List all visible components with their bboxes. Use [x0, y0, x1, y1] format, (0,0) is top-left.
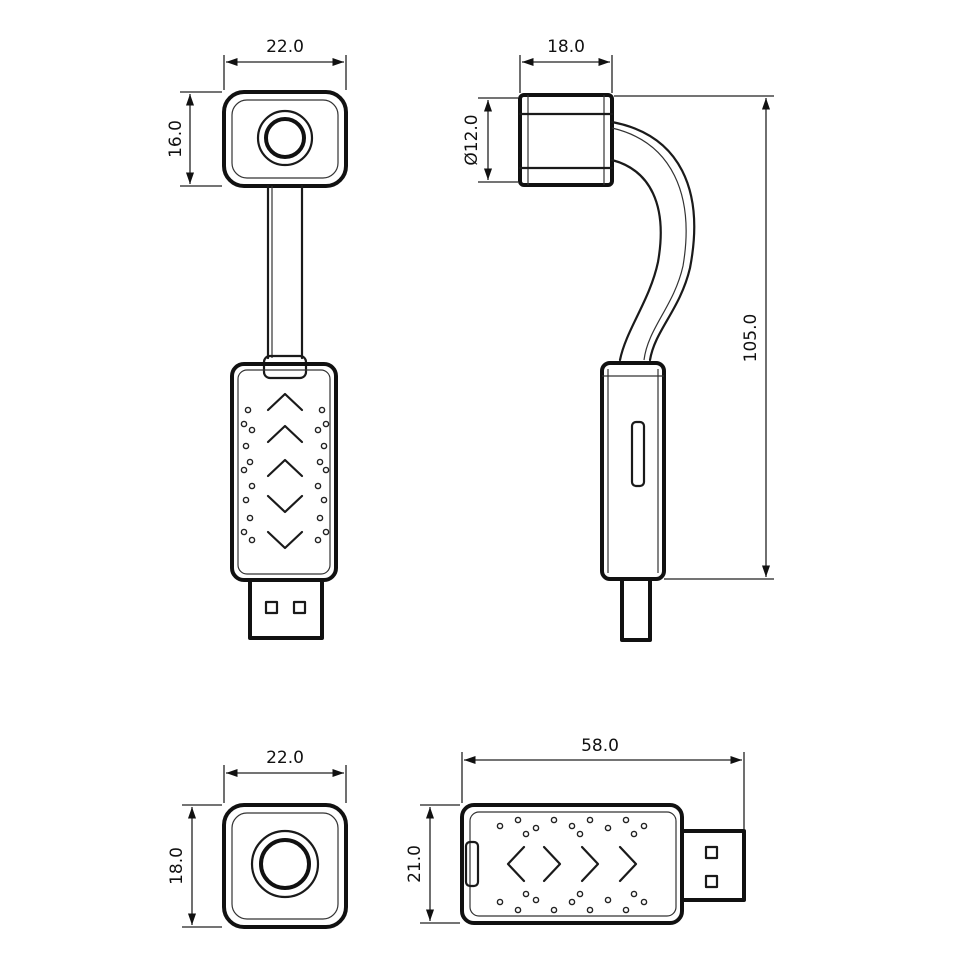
side-diameter-label: Ø12.0 [462, 114, 482, 165]
side-camera-head [518, 93, 614, 187]
top-lens-inner [259, 838, 311, 890]
body-button [464, 840, 480, 888]
side-view: 18.0 Ø12.0 105.0 [462, 37, 774, 642]
front-neck [262, 184, 308, 380]
front-usb-plug [248, 580, 324, 640]
top-height-label: 18.0 [167, 847, 187, 885]
body-vent-dots [496, 816, 648, 914]
front-width-label: 22.0 [266, 37, 304, 57]
side-dimension-diameter: Ø12.0 [462, 97, 518, 183]
top-width-label: 22.0 [266, 748, 304, 768]
front-camera-head [222, 90, 348, 188]
side-length-label: 105.0 [741, 314, 761, 363]
side-dimension-length: 105.0 [614, 95, 774, 580]
side-usb-plug [620, 579, 652, 642]
chevron-up-icon [266, 424, 304, 444]
front-dimension-width: 22.0 [223, 37, 347, 90]
front-body [230, 362, 338, 582]
body-height-label: 21.0 [405, 845, 425, 883]
top-view: 22.0 18.0 [167, 748, 348, 929]
top-camera-body [222, 803, 348, 929]
side-body [600, 361, 666, 581]
front-view: 22.0 16.0 [166, 37, 348, 640]
chevron-right-icon [542, 845, 562, 883]
side-button [630, 420, 646, 488]
side-dimension-depth: 18.0 [519, 37, 613, 93]
chevron-right-icon [580, 845, 600, 883]
top-dimension-height: 18.0 [167, 804, 222, 928]
body-dimension-height: 21.0 [405, 804, 460, 924]
chevron-left-icon [506, 845, 526, 883]
chevron-up-icon [266, 458, 304, 478]
chevron-down-icon [266, 530, 304, 550]
body-housing [460, 803, 684, 925]
front-vent-dots [240, 406, 330, 544]
chevron-up-icon [266, 392, 304, 412]
side-depth-label: 18.0 [547, 37, 585, 57]
body-view: 58.0 21.0 [405, 736, 746, 925]
body-length-label: 58.0 [581, 736, 619, 756]
body-usb-plug [682, 829, 746, 902]
top-lens-outer [250, 829, 320, 899]
side-gooseneck [610, 120, 696, 362]
chevron-down-icon [266, 494, 304, 514]
front-dimension-height: 16.0 [166, 91, 222, 187]
body-dimension-length: 58.0 [461, 736, 745, 829]
front-lens-outer [256, 109, 314, 167]
chevron-right-icon [618, 845, 638, 883]
front-lens-inner [264, 117, 306, 159]
top-dimension-width: 22.0 [223, 748, 347, 803]
front-height-label: 16.0 [166, 120, 186, 158]
